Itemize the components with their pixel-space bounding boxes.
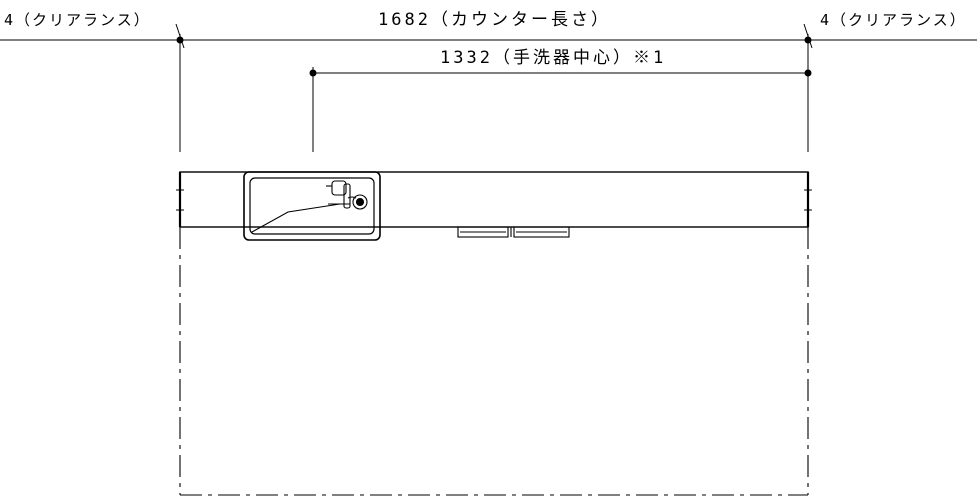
hand-basin <box>243 171 381 241</box>
overall-dimension-line <box>0 23 977 152</box>
basin-center-dimension-line <box>312 67 808 152</box>
basin-dim-point-left <box>309 69 317 77</box>
basin-center-label: 1332（手洗器中心）※1 <box>440 48 666 68</box>
dim-point-right <box>804 36 812 44</box>
clearance-left-label: 4（クリアランス） <box>4 11 151 29</box>
cabinet-outline-dashed <box>179 227 809 496</box>
clearance-right-label: 4（クリアランス） <box>820 11 967 29</box>
faucet-icon <box>326 180 368 210</box>
dim-point-left <box>176 36 184 44</box>
basin-dim-point-right <box>804 69 812 77</box>
counter-top <box>176 171 812 228</box>
counter-brackets <box>457 226 570 238</box>
counter-length-label: 1682（カウンター長さ） <box>378 10 611 30</box>
